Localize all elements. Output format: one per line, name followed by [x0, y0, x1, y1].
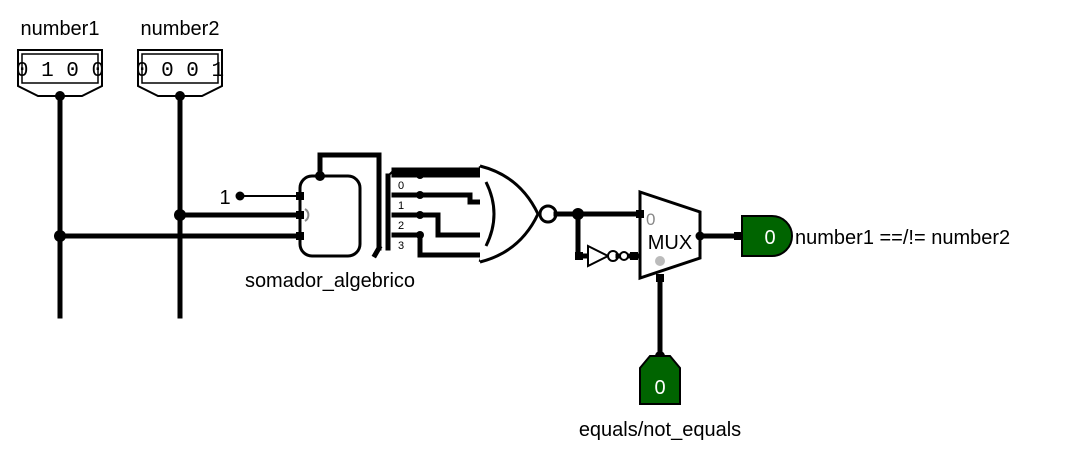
somador-algebrico-label: somador_algebrico: [245, 270, 415, 292]
select-wire: [655, 274, 665, 361]
number1-label: number1: [21, 18, 100, 40]
number1-value: 0 1 0 0: [16, 60, 104, 83]
splitter-to-nor-wires: [391, 167, 491, 258]
constant-wire: [235, 191, 300, 201]
splitter-bit-3: 3: [398, 240, 404, 252]
splitter-bit-2: 2: [398, 220, 404, 232]
select-input-pin[interactable]: 0: [639, 355, 681, 405]
nor-gate[interactable]: [478, 164, 558, 264]
select-input-label: equals/not_equals: [579, 419, 741, 441]
splitter: 0 1 2 3: [385, 169, 404, 252]
constant-one-label: 1: [219, 187, 230, 209]
number2-bus-wire: [174, 91, 303, 319]
number2-value: 0 0 0 1: [136, 60, 224, 83]
not-gate[interactable]: [583, 244, 639, 268]
number1-input-pin[interactable]: 0 1 0 0: [16, 49, 104, 97]
mux-label: MUX: [648, 232, 692, 254]
splitter-bit-0: 0: [398, 180, 404, 192]
adder-output-wire: [317, 152, 383, 259]
output-label: number1 ==/!= number2: [795, 227, 1010, 249]
output-pin: 0: [741, 215, 793, 257]
number2-input-pin[interactable]: 0 0 0 1: [136, 49, 224, 97]
mux-input0-label: 0: [646, 210, 655, 229]
output-value: 0: [764, 227, 775, 249]
splitter-bit-1: 1: [398, 200, 404, 212]
somador-algebrico-block[interactable]: [296, 171, 362, 258]
select-input-value: 0: [654, 377, 665, 399]
mux-output-wire: [697, 232, 745, 240]
number2-label: number2: [141, 18, 220, 40]
mux[interactable]: 0 MUX: [636, 189, 705, 281]
